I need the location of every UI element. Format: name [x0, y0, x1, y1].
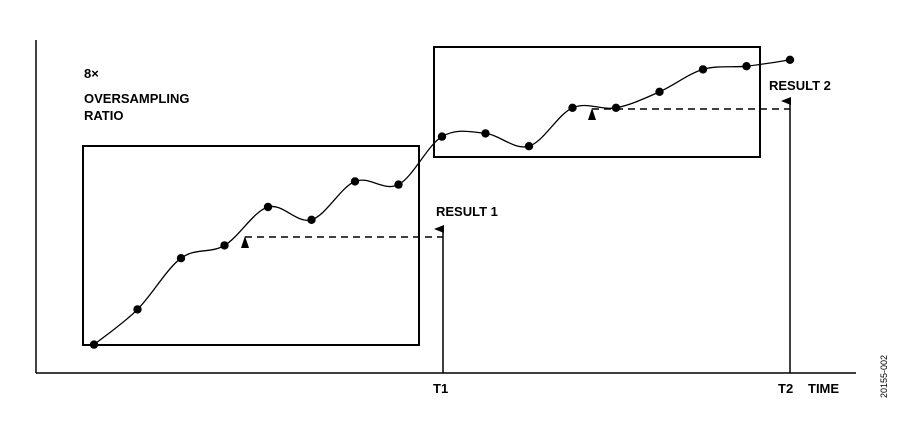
t2-label: T2	[778, 381, 793, 396]
sample-point	[611, 103, 621, 113]
result-2-label: RESULT 2	[769, 78, 831, 93]
sample-points	[89, 55, 795, 349]
sample-point	[785, 55, 795, 64]
sample-point	[698, 65, 708, 74]
oversampling-label-line-2: OVERSAMPLING	[84, 91, 189, 106]
sample-point	[89, 340, 99, 349]
t1-label: T1	[433, 381, 448, 396]
sample-point	[307, 215, 316, 224]
sample-point	[481, 129, 490, 138]
result-1-average-marker	[241, 236, 249, 248]
sample-point	[350, 177, 360, 186]
oversampling-label-line-3: RATIO	[84, 108, 123, 123]
sample-point	[263, 202, 273, 212]
window-1-box	[82, 145, 420, 346]
sample-point	[437, 132, 447, 141]
window-2-box	[433, 46, 761, 158]
time-axis-label: TIME	[808, 381, 839, 396]
sample-point	[220, 241, 229, 250]
result-2-average-marker	[588, 108, 596, 120]
sample-point	[394, 180, 403, 189]
figure-id: 20155-002	[879, 355, 889, 398]
sample-point	[568, 103, 577, 113]
oversampling-label-line-1: 8×	[84, 66, 99, 81]
sample-point	[655, 87, 664, 97]
sample-point	[524, 142, 534, 151]
sample-point	[742, 61, 751, 71]
sample-point	[176, 254, 186, 263]
sample-point	[133, 305, 142, 314]
signal-curve	[93, 59, 791, 346]
result-1-label: RESULT 1	[436, 204, 498, 219]
